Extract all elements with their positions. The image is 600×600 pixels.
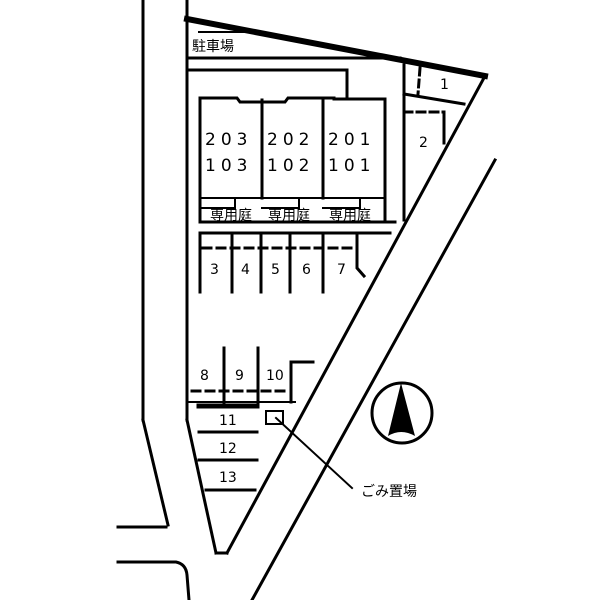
unit-203: 203 [205, 130, 252, 150]
parking-space-9: 9 [235, 368, 244, 384]
left-road [116, 0, 191, 600]
parking-block-11-13 [197, 430, 259, 492]
parking-space-4: 4 [241, 262, 250, 278]
unit-102: 102 [267, 156, 314, 176]
parking-space-7: 7 [337, 262, 346, 278]
parking-block-8-10 [186, 346, 315, 409]
private-garden-label: 専用庭 [268, 207, 310, 224]
unit-103: 103 [205, 156, 252, 176]
private-garden-label: 専用庭 [210, 207, 252, 224]
right-road [250, 157, 498, 600]
parking-lot-title: 駐車場 [192, 38, 234, 55]
unit-101: 101 [328, 156, 375, 176]
garbage-area-label: ごみ置場 [361, 484, 417, 500]
parking-block-1-2 [402, 63, 466, 222]
garbage-area [265, 410, 354, 490]
parking-block-3-7 [198, 231, 367, 294]
private-garden-label: 専用庭 [329, 207, 371, 224]
parking-space-2: 2 [419, 135, 428, 151]
parking-space-13: 13 [219, 470, 237, 486]
unit-202: 202 [267, 130, 314, 150]
parking-space-1: 1 [440, 77, 449, 93]
parking-space-12: 12 [219, 441, 237, 457]
parking-space-10: 10 [266, 368, 284, 384]
unit-201: 201 [328, 130, 375, 150]
parking-space-6: 6 [302, 262, 311, 278]
parking-space-8: 8 [200, 368, 209, 384]
north-arrow-icon [370, 381, 434, 445]
parking-space-3: 3 [210, 262, 219, 278]
parking-space-5: 5 [271, 262, 280, 278]
parking-space-11: 11 [219, 413, 237, 429]
